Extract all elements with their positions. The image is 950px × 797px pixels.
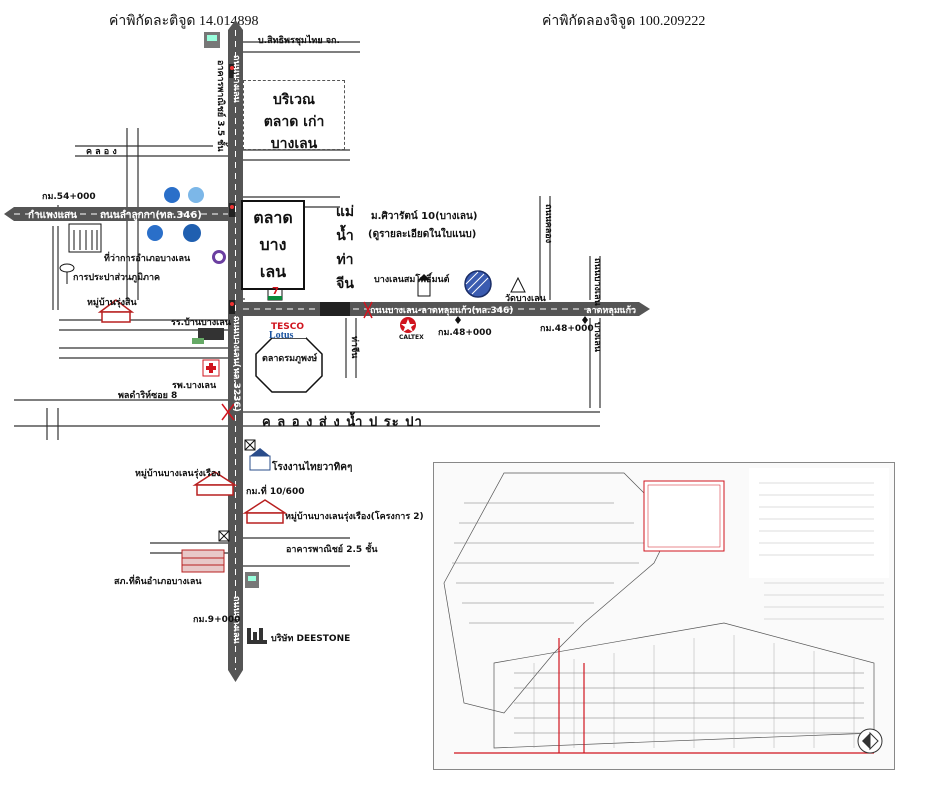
main-roads bbox=[14, 30, 639, 670]
commercial-35-label: อาคารพาณิชย์ 3.5 ชั้น bbox=[215, 60, 225, 152]
seven-eleven-label: 7 bbox=[272, 286, 279, 297]
old-market-label: บริเวณตลาด เก่าบางเลน bbox=[263, 92, 325, 152]
old-market-area: บริเวณตลาด เก่าบางเลน bbox=[243, 80, 345, 152]
project-site-icon bbox=[464, 270, 492, 298]
bank-icon bbox=[188, 187, 204, 203]
project-name-label: ม.ศิวารัตน์ 10(บางเลน) bbox=[371, 211, 478, 222]
caltex-icon bbox=[400, 317, 416, 333]
road-label-mid: ถนนบางเลน(ทล.3236) bbox=[231, 316, 241, 412]
temple-icon bbox=[510, 276, 526, 293]
police-station-icon bbox=[181, 549, 225, 573]
bank-icon bbox=[164, 187, 180, 203]
site-plan-inset bbox=[433, 462, 895, 770]
district-office-icon bbox=[68, 223, 102, 253]
km48b-label: กม.48+000 bbox=[540, 324, 594, 334]
road-label-west: ถนนลำลูกกา(ทล.346) bbox=[100, 210, 202, 221]
road-label-north: ถนนบางเลน bbox=[231, 55, 241, 103]
police-label: สภ.ที่ดินอำเภอบางเลน bbox=[114, 577, 202, 587]
junction-marker-icon bbox=[455, 316, 588, 324]
village-rungrueang2-label: หมู่บ้านบางเลนรุ่งเรือง(โครงการ 2) bbox=[285, 512, 424, 522]
pwa-label: การประปาส่วนภูมิภาค bbox=[73, 273, 161, 283]
lotus-label: Lotus bbox=[269, 330, 294, 341]
cross-road-right: ถนนบางเลน bbox=[592, 258, 602, 306]
tesco-lotus-logo bbox=[262, 322, 306, 338]
village-icon bbox=[97, 299, 288, 524]
km54-label: กม.54+000 bbox=[42, 192, 96, 202]
hospital-label: รพ.บางเลน bbox=[172, 381, 217, 391]
klong-label: ค ล อ ง bbox=[86, 147, 117, 157]
road-label-east-end: ลาดหลุมแก้ว bbox=[586, 306, 637, 316]
factory-icon bbox=[249, 448, 271, 471]
hospital-icon bbox=[202, 359, 220, 377]
road-label-south: ถนนบางเลน bbox=[231, 596, 241, 644]
traffic-light-icon bbox=[229, 64, 235, 314]
canal-label: ค ล อ ง ส่ ง น้ำ ป ระ ปา bbox=[262, 415, 423, 430]
bang-len-market-box: ตลาด บาง เลน bbox=[241, 200, 305, 290]
temple-label: วัดบางเลน bbox=[505, 294, 546, 304]
bank-icon bbox=[147, 225, 163, 241]
phon-label: พลดำริห์ซอย 8 bbox=[118, 391, 178, 401]
arrow-north bbox=[228, 20, 243, 30]
gas-station-icon bbox=[245, 572, 259, 588]
commercial-35-box: อาคารพาณิชย์ 3.5 ชั้น bbox=[213, 58, 227, 153]
longitude-label: ค่าพิกัดลองจิจูด 100.209222 bbox=[542, 14, 706, 29]
shop-label: บางเลนสมโพธิ์มนต์ bbox=[374, 275, 450, 285]
water-tower-icon bbox=[59, 263, 75, 284]
factory-label: โรงงานไทยวาทิคๆ bbox=[272, 462, 353, 473]
arrow-east bbox=[639, 302, 650, 316]
road-label-east: ถนนบางเลน-ลาดหลุมแก้ว(ทล.346) bbox=[370, 306, 514, 316]
caltex-label: CALTEX bbox=[399, 334, 424, 341]
gas-company-label: บ.สิทธิพรชุมไทย จก. bbox=[258, 36, 340, 46]
deestone-icon bbox=[247, 628, 267, 644]
talad-rom-phut-label: ตลาดรมภูพงษ์ bbox=[262, 354, 318, 364]
village-kasem-label: หมู่บ้านรุ่งสิน bbox=[87, 298, 137, 308]
market-octagon bbox=[255, 337, 323, 393]
site-plan-drawing bbox=[443, 468, 889, 754]
km10-label: กม.ที่ 10/600 bbox=[246, 487, 305, 497]
deestone-label: บริษัท DEESTONE bbox=[271, 634, 351, 644]
bank-icon bbox=[183, 224, 201, 242]
cross-road-right2: ถนนคลอง bbox=[543, 204, 553, 244]
commercial-25-label: อาคารพาณิชย์ 2.5 ชั้น bbox=[286, 545, 378, 555]
km9-label: กม.9+000 bbox=[193, 615, 241, 625]
arrow-south bbox=[228, 670, 243, 682]
road-label-kamphaeng: กำแพงแสน bbox=[28, 210, 77, 221]
arrow-west bbox=[4, 207, 14, 221]
bridge-marker-icon bbox=[221, 301, 373, 421]
project-note-label: (ดูรายละเอียดในใบแนบ) bbox=[368, 229, 477, 240]
village-rungrueang-label: หมู่บ้านบางเลนรุ่งเรือง bbox=[135, 469, 221, 479]
tesco-label: TESCO bbox=[271, 322, 305, 332]
bang-len-road: บางเลน bbox=[592, 322, 602, 352]
school-label: รร.บ้านบางเลน bbox=[171, 318, 231, 328]
km48-label: กม.48+000 bbox=[438, 328, 492, 338]
tha-chin-road: ท่าจีน bbox=[349, 336, 359, 359]
district-office-label: ที่ว่าการอำเภอบางเลน bbox=[104, 254, 191, 264]
shop-icon bbox=[417, 274, 431, 297]
tha-chin-river-label: แม่ น้ำ ท่า จีน bbox=[335, 204, 355, 292]
bang-len-market-label: ตลาด บาง เลน bbox=[253, 208, 293, 281]
school-icon bbox=[192, 328, 224, 344]
latitude-label: ค่าพิกัดละติจูด 14.014898 bbox=[109, 14, 259, 29]
